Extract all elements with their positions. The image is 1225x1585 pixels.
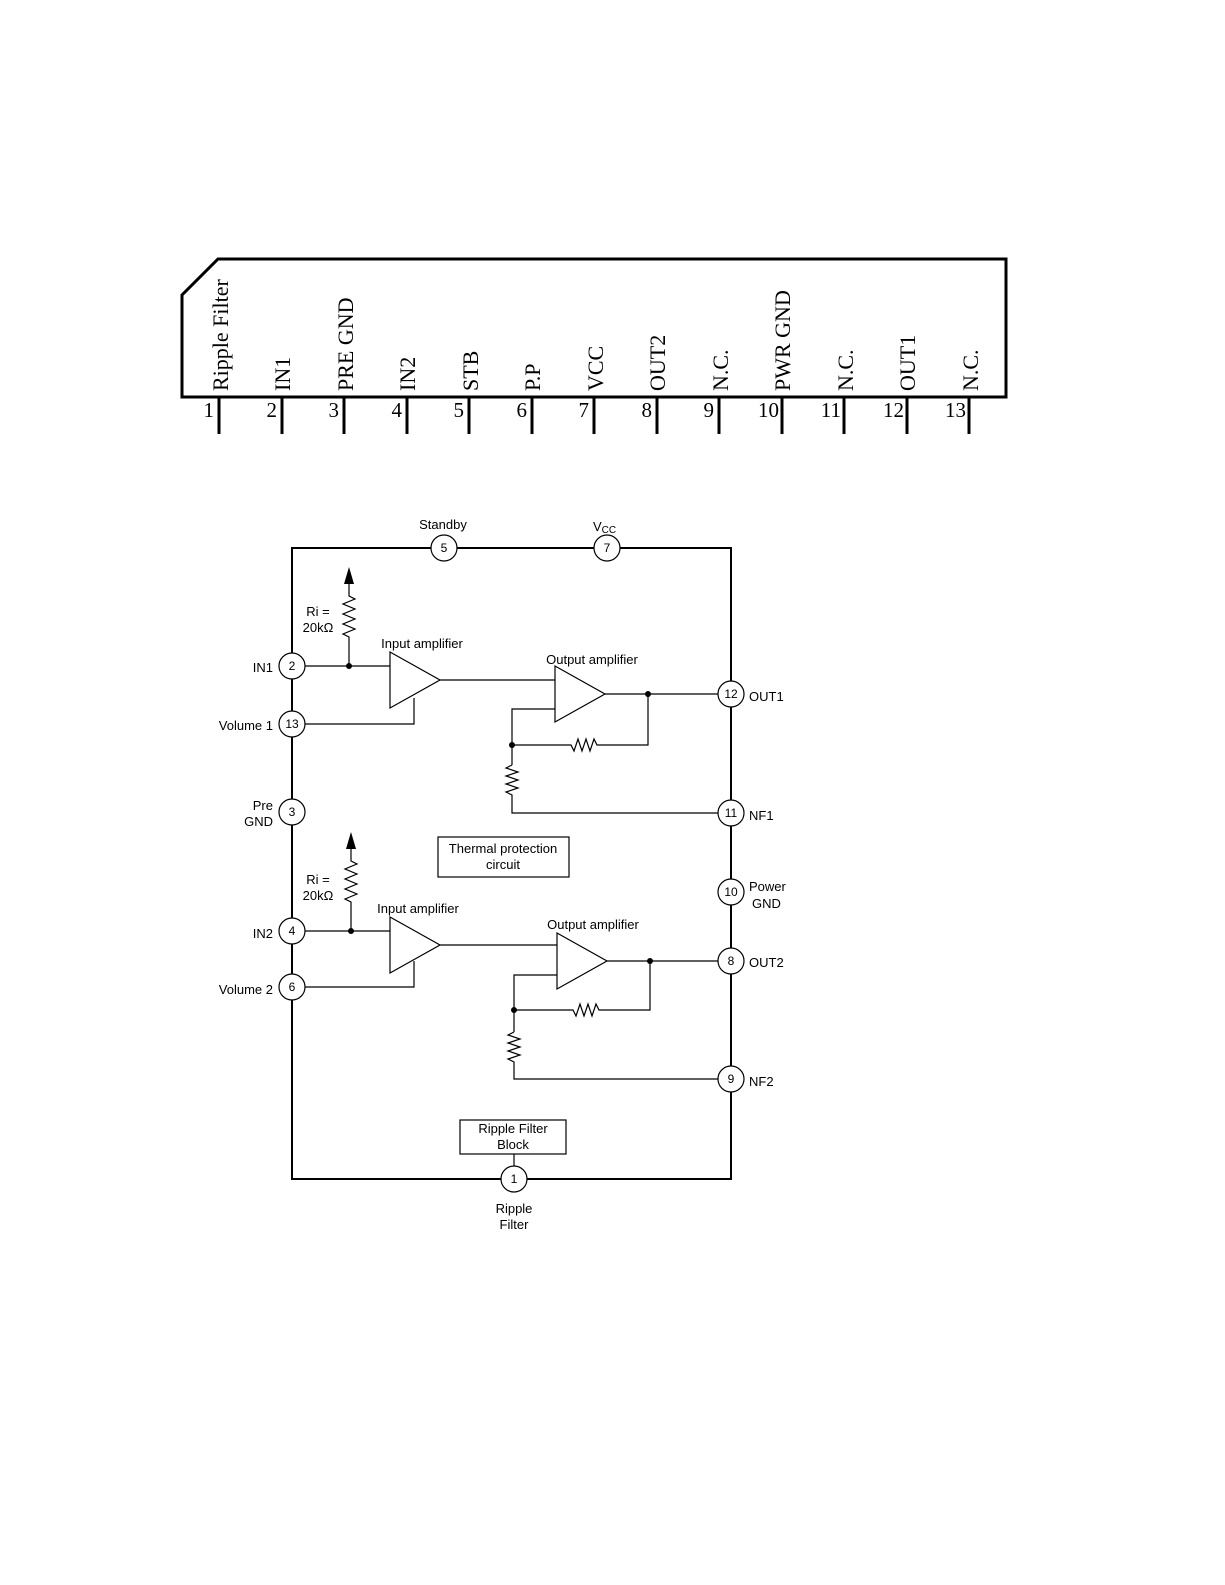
pkg-pin-name: IN2 [395, 357, 420, 391]
junction-dot [509, 742, 515, 748]
pin-number: 13 [285, 717, 299, 731]
pkg-pin-name: STB [458, 351, 483, 391]
pin-number: 3 [289, 805, 296, 819]
input-amplifier-1 [389, 650, 442, 710]
pin-label-power: Power [749, 879, 787, 894]
ripple-filter-block-box [459, 1119, 567, 1155]
pkg-pin-name: P.P [520, 363, 545, 391]
pin-number: 9 [728, 1072, 735, 1086]
block-internal-labels: Ri = 20kΩ Input amplifier Output amplifi… [303, 604, 640, 1152]
pin-label-standby: Standby [419, 517, 467, 532]
ripple-filter-block-label: Ripple Filter [478, 1121, 548, 1136]
pkg-pin-number: 8 [642, 398, 653, 422]
package-outline [180, 257, 1008, 434]
junction-dot [348, 928, 354, 934]
pkg-pin-name: OUT2 [645, 335, 670, 391]
pkg-pin-number: 10 [758, 398, 779, 422]
pin-number: 10 [724, 885, 738, 899]
junction-dot [511, 1007, 517, 1013]
thermal-protection-box [437, 836, 570, 878]
pin-label-in2: IN2 [253, 926, 273, 941]
pkg-pin-number: 3 [329, 398, 340, 422]
pin-label-filter: Filter [500, 1217, 530, 1232]
pkg-pin-name: Ripple Filter [208, 279, 233, 392]
block-diagram: 5 7 2 13 3 4 6 12 11 10 8 9 1 Standby VC… [219, 517, 787, 1232]
junction-dot [647, 958, 653, 964]
pkg-pin-number: 1 [204, 398, 215, 422]
pin-number: 2 [289, 659, 296, 673]
pkg-pin-number: 6 [517, 398, 528, 422]
pkg-pin-number: 7 [579, 398, 590, 422]
pin-label-volume2: Volume 2 [219, 982, 273, 997]
pkg-pin-name: PWR GND [770, 290, 795, 391]
output-amplifier-2 [556, 931, 609, 991]
output-amplifier-label-2: Output amplifier [547, 917, 639, 932]
pin-label-nf1: NF1 [749, 808, 774, 823]
thermal-protection-label-2: circuit [486, 857, 520, 872]
ri-label-2: Ri = [306, 872, 329, 887]
pin-label-gnd: GND [244, 814, 273, 829]
thermal-protection-label: Thermal protection [449, 841, 557, 856]
pin-number: 1 [511, 1172, 518, 1186]
pin-label-out1: OUT1 [749, 689, 784, 704]
output-amplifier-1 [554, 664, 607, 724]
pkg-pin-name: PRE GND [333, 297, 358, 391]
pin-number: 11 [725, 806, 738, 820]
pkg-pin-name: N.C. [833, 349, 858, 391]
pin-label-pre: Pre [253, 798, 273, 813]
ri-label-1: Ri = [306, 604, 329, 619]
pkg-pin-number: 5 [454, 398, 465, 422]
pin-label-ripple: Ripple [496, 1201, 533, 1216]
pin-label-nf2: NF2 [749, 1074, 774, 1089]
output-amplifier-label-1: Output amplifier [546, 652, 638, 667]
ri-value-2: 20kΩ [303, 888, 334, 903]
pin-number: 7 [604, 541, 611, 555]
pin-number: 6 [289, 980, 296, 994]
pin-number: 12 [724, 687, 738, 701]
ripple-filter-block-label-2: Block [497, 1137, 529, 1152]
channel-2-wiring [305, 849, 718, 1080]
pkg-pin-number: 2 [267, 398, 278, 422]
pin-number: 8 [728, 954, 735, 968]
pin-label-vcc: VCC [593, 519, 616, 536]
pkg-pin-name: N.C. [708, 349, 733, 391]
bias-arrow-2 [346, 832, 356, 849]
pin-label-power-gnd: GND [752, 896, 781, 911]
block-pin-labels: Standby VCC IN1 Volume 1 Pre GND IN2 Vol… [219, 517, 787, 1232]
bias-arrow-1 [344, 567, 354, 584]
pin-circles [278, 534, 745, 1193]
pkg-pin-number: 13 [945, 398, 966, 422]
pkg-pin-number: 12 [883, 398, 904, 422]
package-pin-names: Ripple Filter IN1 PRE GND IN2 STB P.P VC… [208, 279, 983, 392]
channel-1-wiring [305, 584, 718, 814]
pkg-pin-number: 4 [392, 398, 403, 422]
pkg-pin-name: VCC [583, 346, 608, 391]
junction-dot [645, 691, 651, 697]
input-amplifier-label-2: Input amplifier [377, 901, 459, 916]
pkg-pin-name: N.C. [958, 349, 983, 391]
pin-number: 4 [289, 924, 296, 938]
block-pin-numbers: 5 7 2 13 3 4 6 12 11 10 8 9 1 [285, 541, 738, 1186]
input-amplifier-2 [389, 915, 442, 975]
pin-label-volume1: Volume 1 [219, 718, 273, 733]
ri-value-1: 20kΩ [303, 620, 334, 635]
pkg-pin-number: 9 [704, 398, 715, 422]
pin-label-in1: IN1 [253, 660, 273, 675]
pkg-pin-number: 11 [821, 398, 841, 422]
pin-label-out2: OUT2 [749, 955, 784, 970]
pin-number: 5 [441, 541, 448, 555]
input-amplifier-label-1: Input amplifier [381, 636, 463, 651]
pkg-pin-name: OUT1 [895, 335, 920, 391]
package-pin-numbers: 1 2 3 4 5 6 7 8 9 10 11 12 13 [204, 398, 967, 422]
junction-dot [346, 663, 352, 669]
pkg-pin-name: IN1 [270, 357, 295, 391]
